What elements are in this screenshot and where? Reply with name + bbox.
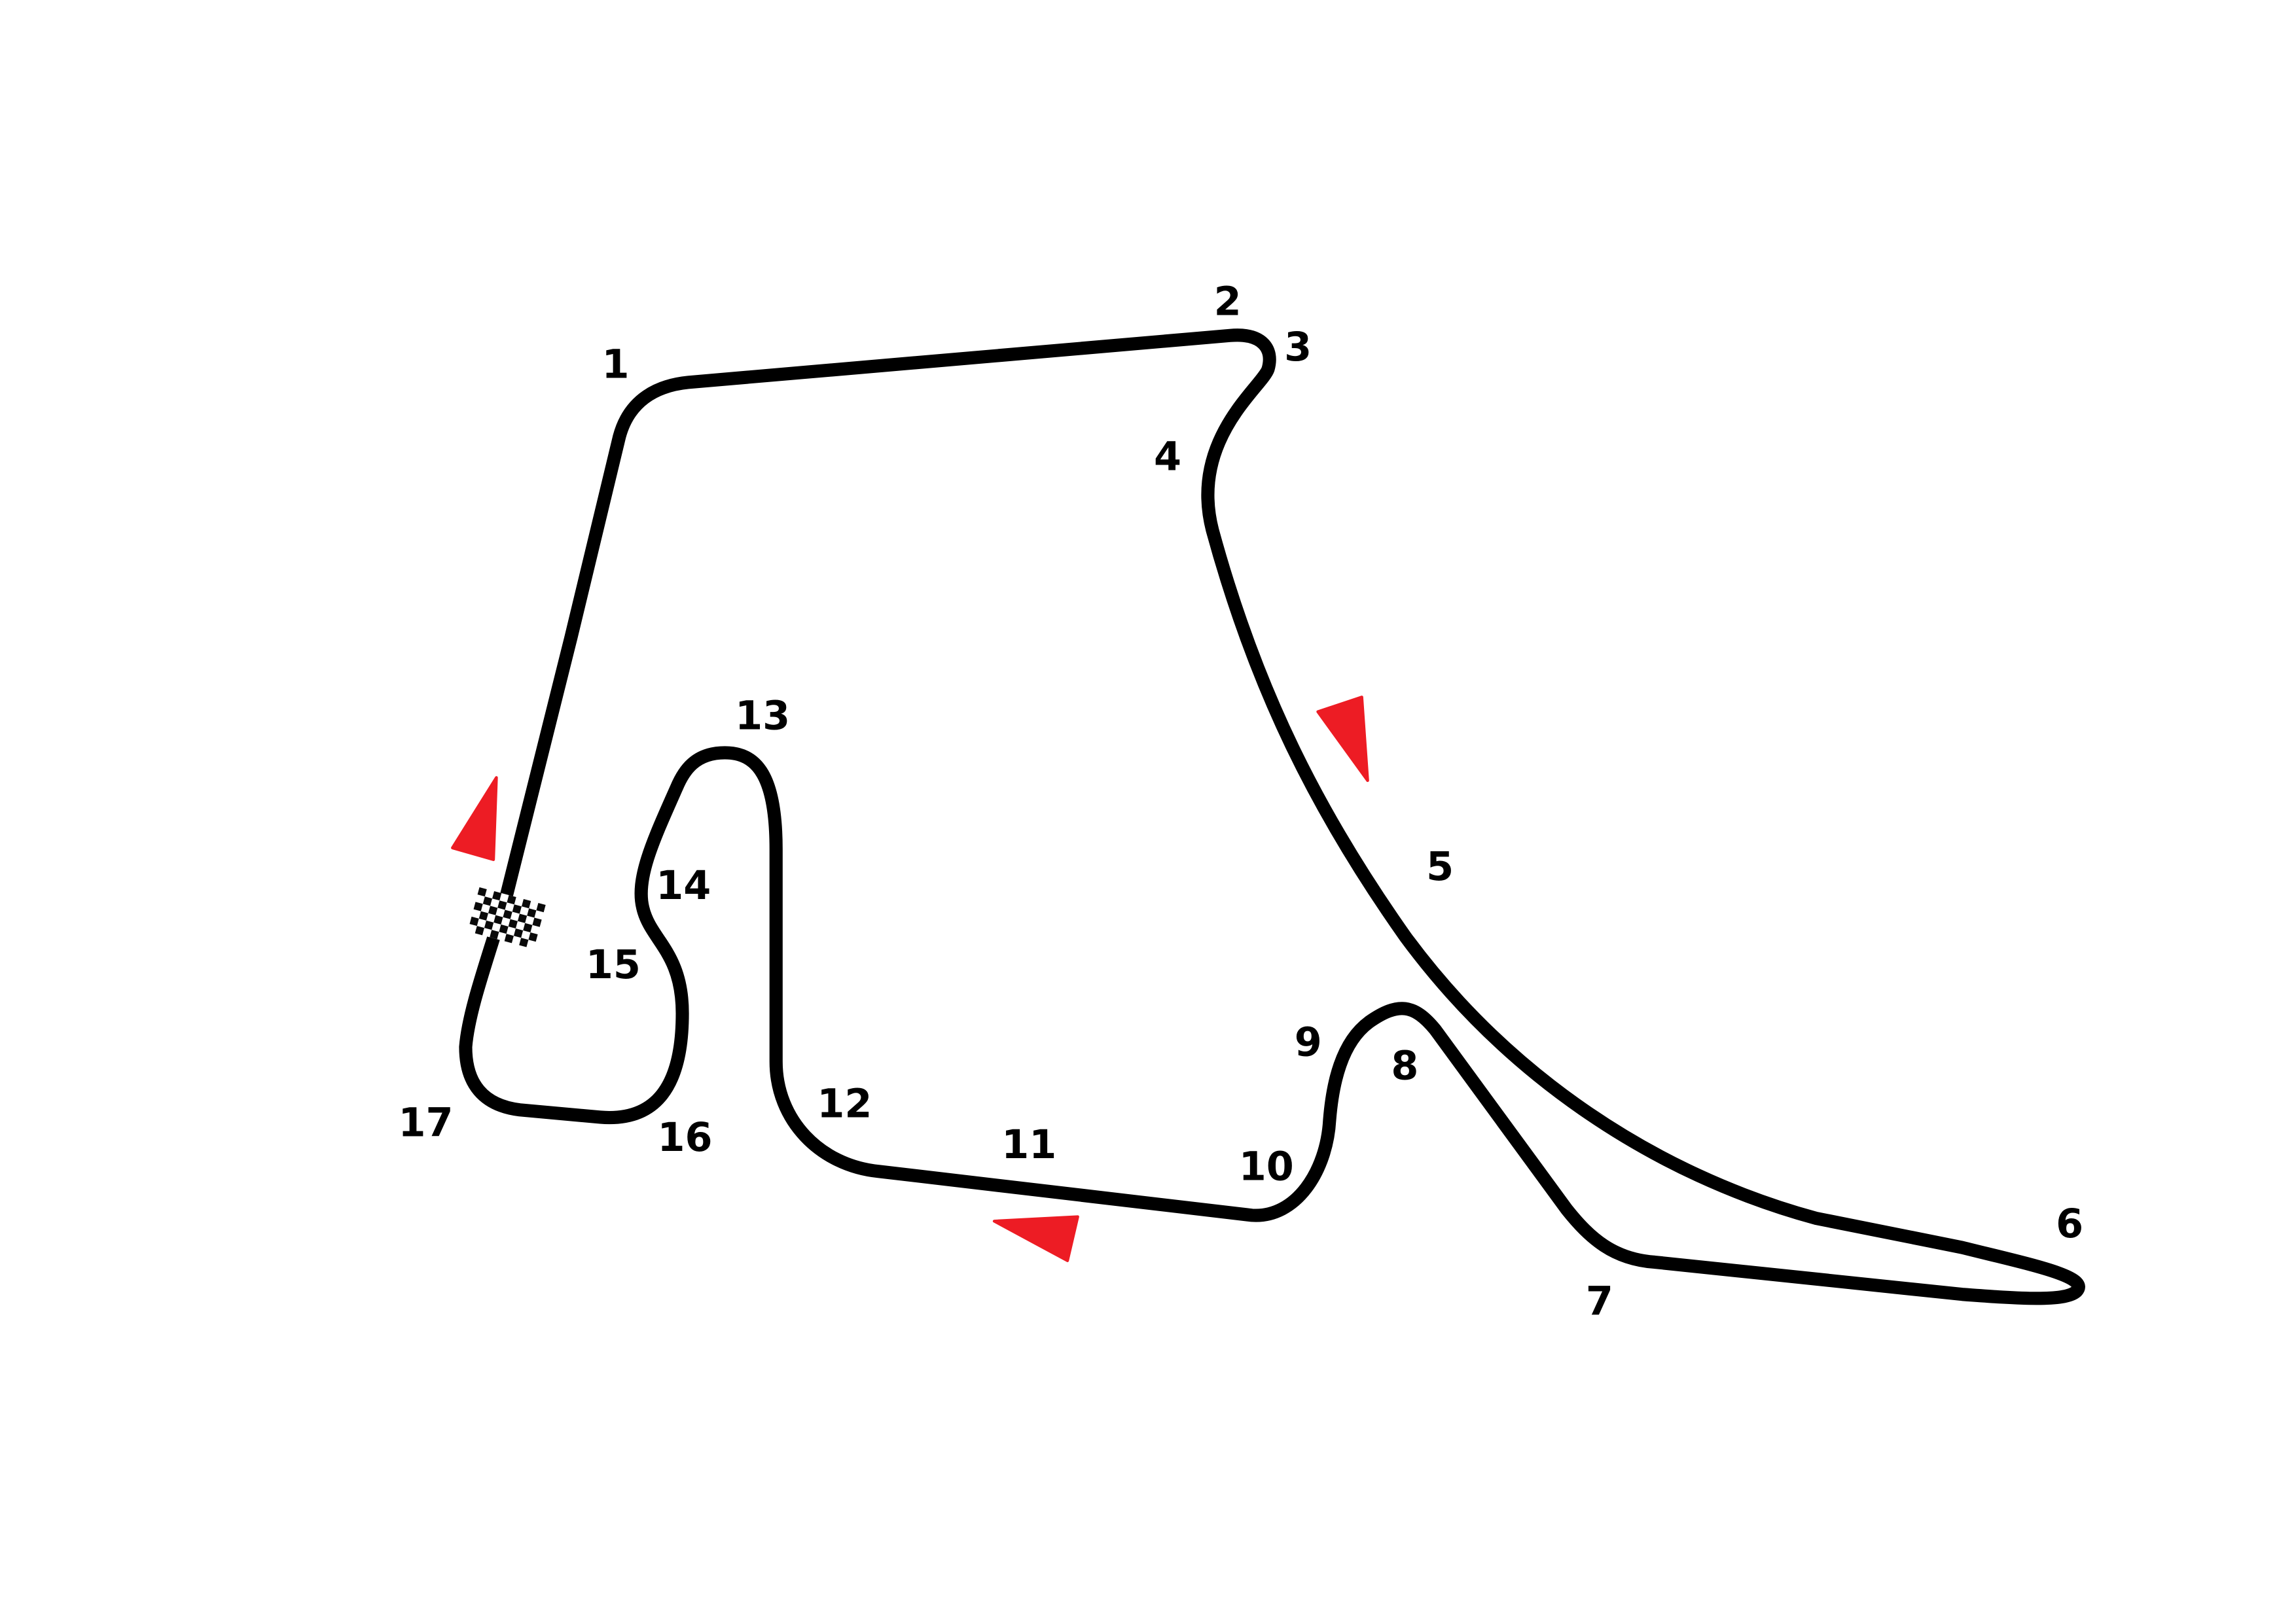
- flag-square: [490, 930, 499, 940]
- flag-square: [484, 920, 494, 930]
- turn-label-3: 3: [1284, 325, 1312, 370]
- flag-square: [504, 934, 514, 944]
- turn-label-4: 4: [1154, 434, 1181, 480]
- turn-label-17: 17: [399, 1101, 454, 1146]
- flag-square: [497, 900, 507, 910]
- direction-arrow-icon: [451, 776, 498, 861]
- flag-square: [507, 894, 516, 905]
- flag-square: [532, 917, 542, 927]
- turn-labels: 1 2 3 4 5 6 7 8 9 10 11 12 13 14 15 16 1…: [399, 279, 2084, 1324]
- flag-square: [499, 924, 509, 934]
- flag-square: [492, 891, 502, 901]
- turn-label-11: 11: [1001, 1122, 1056, 1168]
- turn-label-6: 6: [2056, 1201, 2083, 1247]
- flag-square: [508, 919, 518, 928]
- turn-label-15: 15: [586, 942, 641, 988]
- flag-square: [527, 908, 537, 918]
- flag-square: [482, 896, 493, 906]
- flag-square: [488, 906, 498, 915]
- flag-square: [519, 938, 529, 947]
- flag-square: [512, 904, 522, 914]
- flag-square: [493, 915, 503, 925]
- flag-square: [513, 928, 524, 938]
- flag-square: [475, 926, 484, 936]
- turn-label-8: 8: [1391, 1043, 1418, 1089]
- turn-label-13: 13: [735, 694, 790, 739]
- turn-label-5: 5: [1426, 844, 1454, 890]
- turn-label-2: 2: [1214, 279, 1242, 325]
- direction-arrows: [451, 696, 1369, 1262]
- flag-square: [523, 923, 533, 932]
- flag-square: [473, 902, 483, 911]
- flag-square: [536, 903, 546, 913]
- flag-square: [521, 899, 531, 909]
- flag-square: [477, 887, 487, 897]
- flag-square: [528, 932, 538, 942]
- checkered-flag-icon: [467, 887, 546, 949]
- turn-label-16: 16: [658, 1115, 713, 1161]
- track-outline: [459, 328, 2085, 1305]
- turn-label-10: 10: [1239, 1144, 1294, 1190]
- turn-label-12: 12: [817, 1081, 872, 1127]
- flag-square: [469, 916, 479, 927]
- turn-label-9: 9: [1295, 1020, 1322, 1066]
- turn-label-7: 7: [1586, 1279, 1613, 1324]
- flag-square: [503, 909, 512, 919]
- flag-square: [517, 913, 528, 923]
- flag-square: [478, 911, 488, 921]
- turn-label-1: 1: [602, 342, 630, 388]
- turn-label-14: 14: [656, 863, 711, 909]
- direction-arrow-icon: [1316, 696, 1369, 783]
- direction-arrow-icon: [992, 1215, 1079, 1262]
